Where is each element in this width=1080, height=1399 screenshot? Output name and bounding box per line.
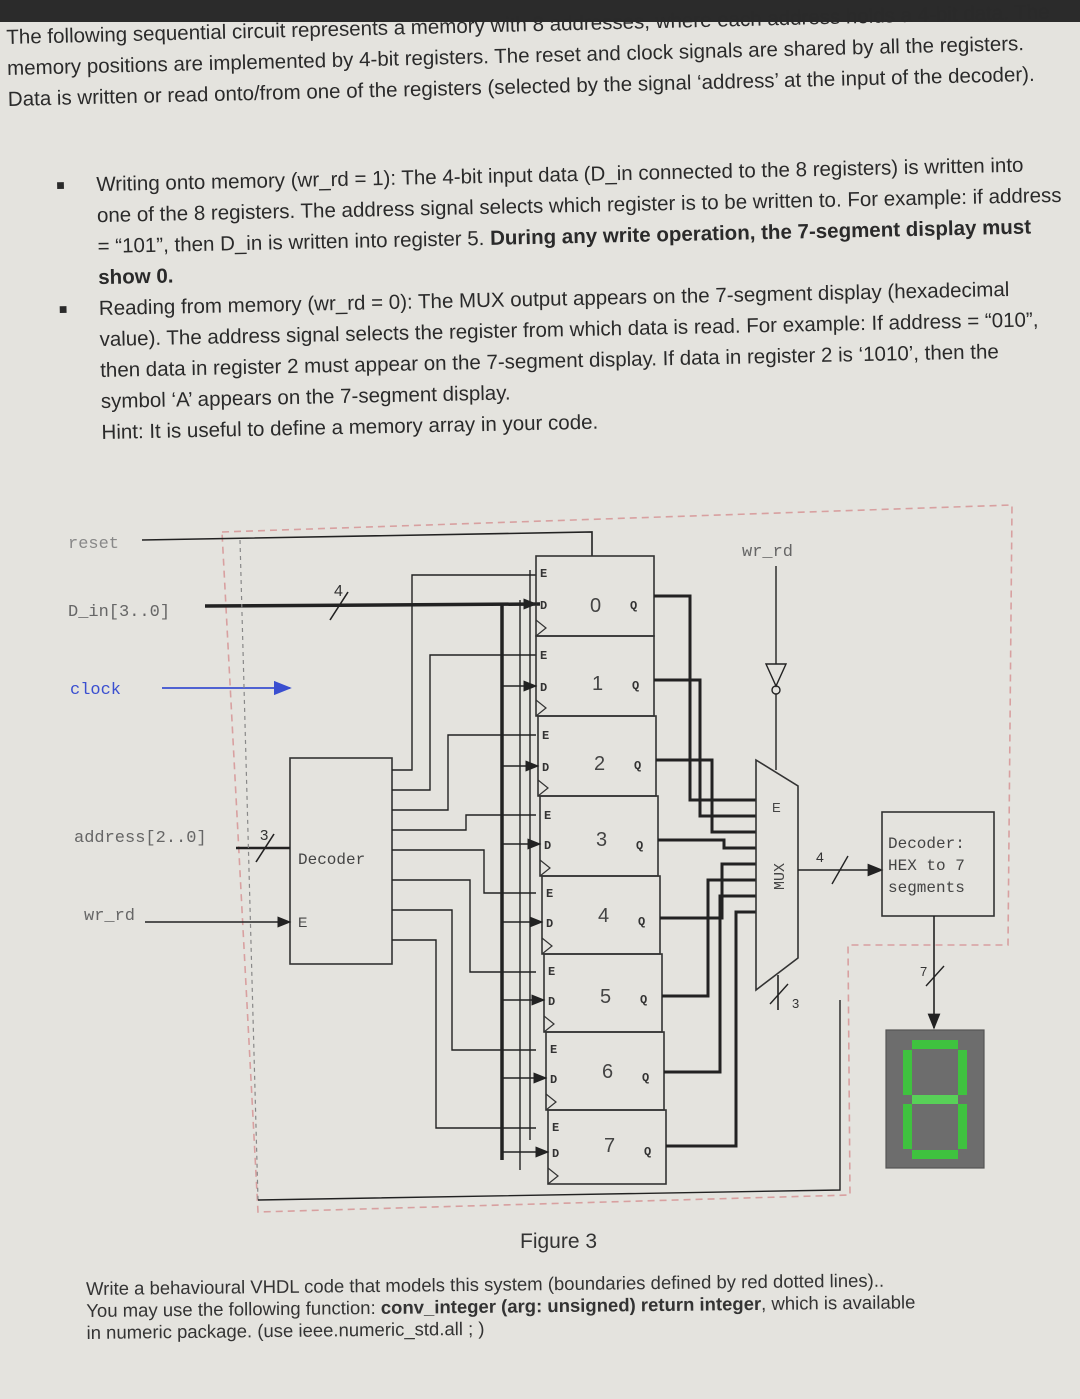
pin-d: D — [546, 917, 553, 931]
pin-q: Q — [638, 915, 645, 929]
address-decoder-box — [289, 757, 393, 965]
clock-rail — [239, 539, 259, 1201]
register-number: 3 — [596, 829, 607, 851]
closing-line-2-pre: You may use the following function: — [86, 1296, 381, 1321]
pin-q: Q — [632, 679, 639, 693]
register-output-buses — [654, 594, 756, 1148]
pin-d: D — [540, 599, 547, 613]
inverter — [764, 663, 788, 688]
address-decoder-enable: E — [298, 914, 307, 930]
segment-width: 7 — [920, 964, 927, 979]
pin-e: E — [548, 965, 555, 979]
mux-block — [755, 758, 799, 992]
wr-rd-top-label: wr_rd — [742, 543, 793, 562]
segment-slash — [925, 965, 945, 987]
register-number: 0 — [590, 595, 601, 617]
segment-c — [958, 1104, 967, 1149]
register-number: 1 — [592, 673, 603, 695]
wr-rd-label: wr_rd — [84, 907, 135, 926]
address-slash — [255, 833, 275, 863]
pin-q: Q — [630, 599, 637, 613]
figure-caption: Figure 3 — [520, 1230, 598, 1253]
bullet-marker: ■ — [58, 300, 68, 317]
data-input-arrows — [502, 598, 550, 1158]
mux-select-width: 3 — [792, 996, 799, 1011]
pin-q: Q — [634, 759, 641, 773]
pin-d: D — [542, 761, 549, 775]
mux-select-slash — [769, 983, 789, 1005]
top-edge-bar — [0, 0, 1080, 22]
circuit-diagram: reset D_in[3..0] 4 clock Decoder E addre… — [68, 504, 1013, 1213]
pin-d: D — [548, 995, 555, 1009]
bullet-list: ■ Writing onto memory (wr_rd = 1): The 4… — [52, 149, 1068, 449]
register-number: 6 — [602, 1061, 613, 1083]
segment-f — [903, 1050, 912, 1095]
bullet-read: ■ Reading from memory (wr_rd = 0): The M… — [55, 273, 1067, 418]
pin-d: D — [544, 839, 551, 853]
segment-g — [912, 1095, 958, 1104]
register-number: 2 — [594, 753, 605, 775]
clock-label: clock — [70, 681, 121, 700]
pin-q: Q — [644, 1145, 651, 1159]
register-number: 5 — [600, 986, 611, 1008]
din-slash — [329, 591, 349, 621]
pin-e: E — [544, 809, 551, 823]
intro-paragraph: The following sequential circuit represe… — [6, 0, 1050, 111]
segment-a — [912, 1040, 958, 1049]
din-bus — [204, 602, 541, 608]
bullet-marker: ■ — [56, 176, 65, 193]
din-label: D_in[3..0] — [68, 603, 170, 622]
system-boundary — [221, 504, 1013, 1213]
clock-pin-triangles — [535, 619, 559, 1185]
bottom-loop — [257, 1000, 841, 1201]
closing-function-signature: conv_integer (arg: unsigned) return inte… — [380, 1292, 762, 1318]
pin-q: Q — [640, 993, 647, 1007]
reset-label: reset — [68, 535, 119, 554]
pin-q: Q — [636, 839, 643, 853]
pin-e: E — [540, 567, 547, 581]
hex-decoder-line3: segments — [888, 879, 965, 897]
segments — [903, 1040, 967, 1159]
pin-e: E — [542, 729, 549, 743]
mux-output-slash — [831, 855, 849, 885]
pin-e: E — [540, 649, 547, 663]
segment-e — [903, 1104, 912, 1149]
bullet-read-text: Reading from memory (wr_rd = 0): The MUX… — [98, 277, 1039, 414]
din-width: 4 — [334, 583, 343, 600]
pin-e: E — [552, 1121, 559, 1135]
mux-label: MUX — [772, 863, 789, 890]
address-decoder-label: Decoder — [298, 851, 365, 869]
hex-decoder-line2: HEX to 7 — [888, 857, 965, 875]
pin-e: E — [550, 1043, 557, 1057]
register-stack — [535, 555, 667, 1185]
segment-b — [958, 1050, 967, 1095]
bullet-write: ■ Writing onto memory (wr_rd = 1): The 4… — [52, 149, 1064, 294]
closing-line-2-post: , which is available — [761, 1291, 916, 1314]
reset-wire — [141, 531, 593, 556]
segment-d — [912, 1150, 958, 1159]
hex-decoder-line1: Decoder: — [888, 835, 965, 853]
decoder-enable-wires — [392, 574, 536, 1129]
address-width: 3 — [260, 827, 268, 844]
closing-paragraph: Write a behavioural VHDL code that model… — [86, 1268, 1067, 1344]
mux-output-width: 4 — [816, 849, 824, 865]
pin-d: D — [550, 1073, 557, 1087]
register-number: 7 — [604, 1135, 615, 1157]
pin-d: D — [540, 681, 547, 695]
pin-q: Q — [642, 1071, 649, 1085]
address-label: address[2..0] — [74, 829, 207, 848]
pin-d: D — [552, 1147, 559, 1161]
pin-e: E — [546, 887, 553, 901]
mux-enable-label: E — [772, 800, 781, 815]
register-labels: 0 1 2 3 4 5 6 7 — [590, 595, 615, 1157]
register-number: 4 — [598, 905, 609, 927]
hex-decoder-box — [881, 811, 995, 917]
